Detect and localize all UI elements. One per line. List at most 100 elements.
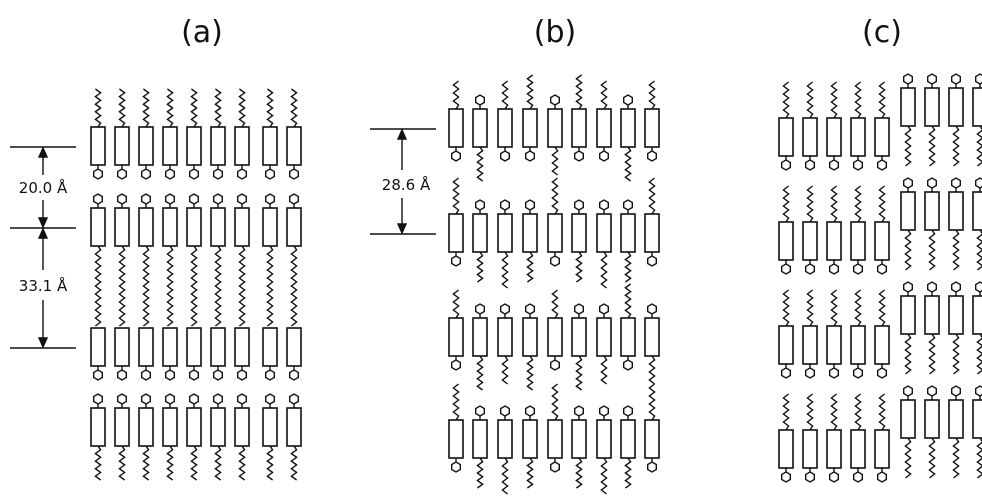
head-ring-icon <box>853 367 863 379</box>
molecule-core <box>90 407 106 447</box>
head-ring-icon <box>188 193 200 205</box>
alkyl-tail <box>290 245 298 327</box>
alkyl-tail <box>782 185 790 223</box>
head-ring-icon <box>475 303 485 315</box>
alkyl-tail <box>266 445 274 481</box>
molecule-core <box>138 207 154 247</box>
arrowhead-icon <box>396 128 408 140</box>
molecule-core <box>571 213 587 253</box>
alkyl-tail <box>648 80 656 110</box>
head-ring-icon <box>574 303 584 315</box>
molecule-core <box>162 126 178 166</box>
molecule-core <box>114 327 130 367</box>
alkyl-tail <box>854 81 862 119</box>
head-ring-icon <box>140 193 152 205</box>
head-ring-icon <box>265 193 275 205</box>
head-ring-icon <box>475 94 485 106</box>
head-ring-icon <box>92 193 104 205</box>
alkyl-tail <box>238 445 246 481</box>
alkyl-tail <box>854 393 862 431</box>
alkyl-tail <box>806 185 814 223</box>
head-ring-icon <box>500 199 510 211</box>
molecule-core <box>620 213 636 253</box>
head-ring-icon <box>265 168 275 180</box>
head-ring-icon <box>781 367 791 379</box>
alkyl-tail <box>904 437 912 479</box>
alkyl-tail <box>166 88 174 128</box>
head-ring-icon <box>451 359 461 371</box>
head-ring-icon <box>829 159 839 171</box>
alkyl-tail <box>266 245 274 327</box>
molecule-core <box>778 221 794 261</box>
alkyl-tail <box>976 333 982 375</box>
head-ring-icon <box>805 159 815 171</box>
molecule-core <box>826 221 842 261</box>
molecule-core <box>497 419 513 459</box>
head-ring-icon <box>140 168 152 180</box>
head-ring-icon <box>475 199 485 211</box>
alkyl-tail <box>624 251 632 283</box>
molecule-core <box>210 327 226 367</box>
head-ring-icon <box>975 73 982 85</box>
molecule-core <box>620 419 636 459</box>
molecule-core <box>522 419 538 459</box>
molecule-core <box>596 317 612 357</box>
head-ring-icon <box>164 193 176 205</box>
molecule-core <box>644 419 660 459</box>
head-ring-icon <box>289 193 299 205</box>
alkyl-tail <box>290 445 298 481</box>
molecule-core <box>948 191 964 231</box>
molecule-core <box>620 317 636 357</box>
head-ring-icon <box>188 369 200 381</box>
alkyl-tail <box>928 437 936 479</box>
alkyl-tail <box>878 289 886 327</box>
head-ring-icon <box>212 193 224 205</box>
head-ring-icon <box>903 385 913 397</box>
alkyl-tail <box>476 457 484 489</box>
molecule-core <box>972 191 982 231</box>
head-ring-icon <box>500 405 510 417</box>
head-ring-icon <box>903 73 913 85</box>
molecule-core <box>448 419 464 459</box>
head-ring-icon <box>877 367 887 379</box>
molecule-core <box>286 126 302 166</box>
alkyl-tail <box>976 437 982 479</box>
head-ring-icon <box>647 303 657 315</box>
molecule-core <box>186 327 202 367</box>
panel-b-structure <box>448 74 660 495</box>
alkyl-tail <box>904 229 912 271</box>
molecule-core <box>924 295 940 335</box>
molecule-core <box>571 419 587 459</box>
alkyl-tail <box>551 383 559 421</box>
alkyl-tail <box>600 457 608 495</box>
molecule-core <box>262 207 278 247</box>
molecule-core <box>850 429 866 469</box>
head-ring-icon <box>623 94 633 106</box>
head-ring-icon <box>236 369 248 381</box>
arrowhead-icon <box>37 146 49 158</box>
alkyl-tail <box>190 245 198 327</box>
alkyl-tail <box>526 74 534 110</box>
alkyl-tail <box>452 177 460 215</box>
molecule-core <box>874 325 890 365</box>
head-ring-icon <box>623 199 633 211</box>
molecule-core <box>644 317 660 357</box>
alkyl-tail <box>551 146 559 176</box>
head-ring-icon <box>599 199 609 211</box>
head-ring-icon <box>188 393 200 405</box>
molecule-core <box>802 325 818 365</box>
alkyl-tail <box>928 333 936 375</box>
head-ring-icon <box>829 367 839 379</box>
head-ring-icon <box>451 150 461 162</box>
head-ring-icon <box>212 369 224 381</box>
alkyl-tail <box>600 80 608 110</box>
alkyl-tail <box>806 393 814 431</box>
molecule-core <box>262 407 278 447</box>
alkyl-tail <box>600 355 608 385</box>
head-ring-icon <box>92 393 104 405</box>
alkyl-tail <box>118 88 126 128</box>
alkyl-tail <box>830 289 838 327</box>
alkyl-tail <box>238 245 246 327</box>
molecule-core <box>924 399 940 439</box>
head-ring-icon <box>781 471 791 483</box>
